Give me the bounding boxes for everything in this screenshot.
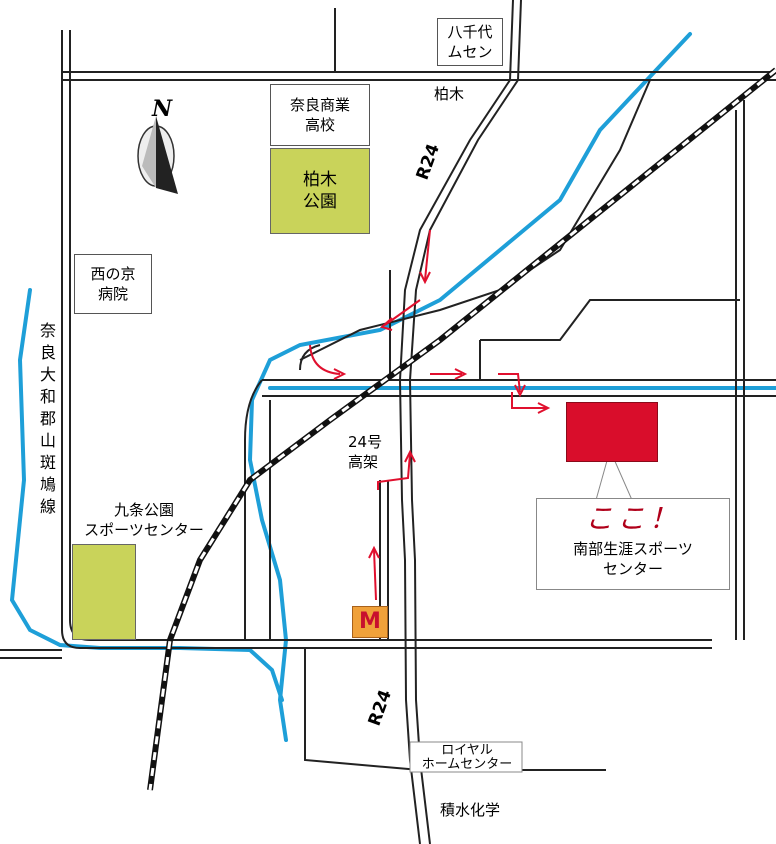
here-label: ここ！ [584,502,681,535]
kashiwagi-label: 柏木 [434,85,465,103]
mcdonalds-logo-icon: M [352,606,388,638]
railway-dashes [148,68,776,791]
compass-needle-icon [137,116,178,194]
viaduct-label: 24号 高架 [348,433,383,471]
north-compass: N [132,96,192,200]
yachiyo-label: 八千代 ムセン [447,23,493,61]
facility-name: 南部生涯スポーツ センター [573,540,693,578]
kashiwagi-park: 柏木 公園 [270,148,370,234]
royal-homecenter-label: ロイヤル ホームセンター [421,743,513,772]
kashiwagi-park-label: 柏木 公園 [303,170,337,212]
nara-shogyo-label: 奈良商業 高校 [289,96,350,134]
nishinokyo-label: 西の京 病院 [90,265,136,303]
railway-bed [147,67,776,791]
here-callout: ここ！ 南部生涯スポーツ センター [536,498,730,590]
kujo-park [72,544,136,640]
line-road-label: 奈良大和郡山斑鳩線 [39,321,56,516]
kujo-label: 九条公園 スポーツセンター [84,501,204,539]
target-facility [566,402,658,462]
direction-arrows [309,229,551,601]
north-label: N [152,96,173,122]
yachiyo-musen-box: 八千代 ムセン [437,18,503,66]
royal-box-bg [409,741,523,773]
sekisui-label: 積水化学 [440,801,501,819]
nara-shogyo-box: 奈良商業 高校 [270,84,370,146]
nishinokyo-hospital-box: 西の京 病院 [74,254,152,314]
